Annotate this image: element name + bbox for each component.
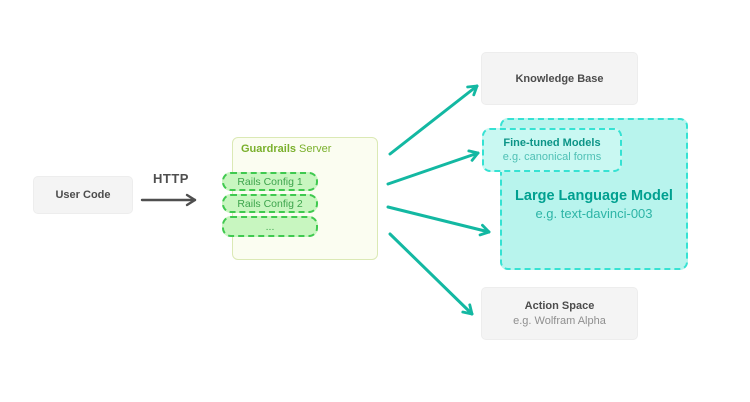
action-space-label: Action Space	[524, 300, 595, 312]
http-label: HTTP	[153, 171, 189, 186]
arrow-server-to-llm	[386, 205, 491, 237]
guardrails-brand-text: Guardrails	[241, 143, 297, 155]
user-code-label: User Code	[55, 189, 111, 201]
rails-config-2-pill: Rails Config 2	[222, 194, 318, 213]
arrow-server-to-fine-tuned-models	[386, 149, 480, 186]
fine-tuned-models-example-label: e.g. canonical forms	[502, 151, 602, 163]
action-space-example-label: e.g. Wolfram Alpha	[513, 315, 606, 327]
fine-tuned-models-label: Fine-tuned Models	[503, 137, 601, 149]
arrow-server-to-action-space	[388, 232, 474, 316]
llm-label: Large Language Model	[515, 188, 673, 204]
user-code-box: User Code	[33, 176, 133, 214]
action-space-box: Action Space e.g. Wolfram Alpha	[481, 287, 638, 340]
rails-config-1-pill: Rails Config 1	[222, 172, 318, 191]
fine-tuned-models-box: Fine-tuned Models e.g. canonical forms	[482, 128, 622, 172]
server-suffix-text: Server	[299, 143, 332, 155]
knowledge-base-box: Knowledge Base	[481, 52, 638, 105]
knowledge-base-label: Knowledge Base	[515, 72, 604, 85]
llm-example-label: e.g. text-davinci-003	[535, 206, 653, 221]
rails-config-more-pill: ...	[222, 216, 318, 237]
arrow-server-to-knowledge-base	[388, 84, 479, 156]
